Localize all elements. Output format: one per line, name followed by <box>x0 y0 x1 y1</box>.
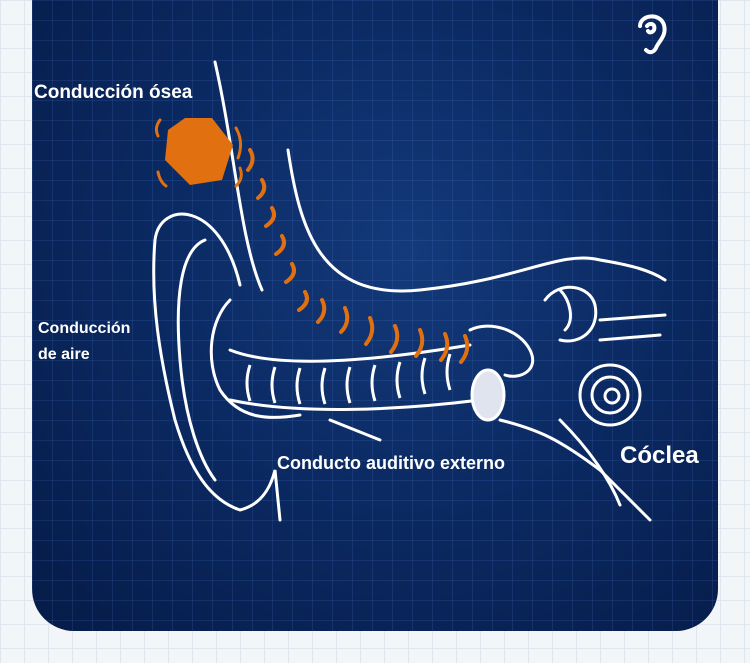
cochlea <box>578 363 642 427</box>
skull-line <box>213 60 264 292</box>
canal-top <box>228 343 472 363</box>
ear-icon <box>638 14 667 55</box>
pinna-outline <box>152 212 282 522</box>
air-conduction-line1: Conducción <box>38 320 131 337</box>
diagram-panel <box>32 0 718 631</box>
eardrum <box>470 368 506 422</box>
vibration-waves <box>246 148 470 364</box>
skin-line <box>286 148 667 293</box>
bone-conduction-label: Conducción ósea <box>34 82 193 103</box>
canal-bottom <box>228 398 482 411</box>
air-conduction-label: Conducción de aire <box>38 316 130 368</box>
ear-canal-label: Conducto auditivo externo <box>277 453 506 473</box>
air-conduction-line2: de aire <box>38 346 90 363</box>
bone-conduction-device-icon <box>154 118 243 188</box>
cochlea-label: Cóclea <box>620 442 699 469</box>
canal-ridges <box>245 353 452 405</box>
